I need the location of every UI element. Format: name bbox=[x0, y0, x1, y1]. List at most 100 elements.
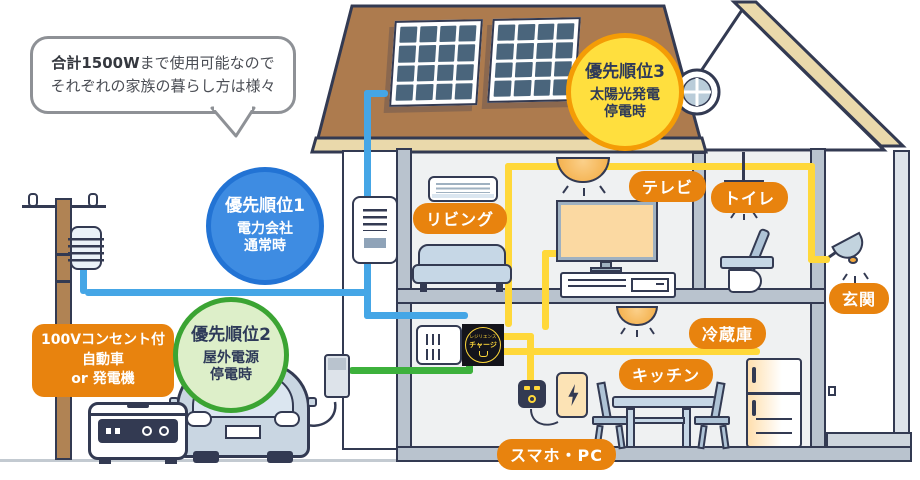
label-phone-pc: スマホ・PC bbox=[497, 439, 616, 470]
pole-insulator bbox=[28, 193, 38, 207]
car-wheel bbox=[193, 451, 219, 463]
tv-stand-shelves bbox=[568, 279, 626, 291]
cable-yellow-ceiling bbox=[505, 163, 815, 170]
fridge-handle bbox=[752, 400, 756, 416]
priority1-title: 優先順位1 bbox=[225, 196, 305, 217]
chair-seat bbox=[694, 416, 730, 425]
air-conditioner bbox=[428, 176, 498, 202]
generator bbox=[88, 402, 188, 464]
car-wheel bbox=[267, 451, 293, 463]
cable-blue-transformer-drop bbox=[80, 264, 87, 294]
kitchen-light-rays bbox=[620, 327, 655, 337]
pole-insulator bbox=[88, 193, 98, 207]
generator-foot bbox=[99, 457, 111, 464]
table-leg bbox=[626, 408, 635, 448]
entrance-light-rays bbox=[842, 272, 869, 283]
bubble-line1-rest: まで使用可能なので bbox=[139, 53, 275, 72]
label-living: リビング bbox=[413, 203, 508, 234]
power-plug bbox=[518, 380, 546, 408]
refrigerator bbox=[746, 358, 802, 448]
toilet-bowl bbox=[728, 269, 762, 293]
cable-yellow-outlet-h bbox=[500, 333, 534, 340]
hub-line2: チャージ bbox=[469, 341, 497, 349]
generator-outlet bbox=[159, 426, 169, 436]
hub-line1: レジリエンス bbox=[469, 334, 497, 340]
right-roof-slope bbox=[730, 0, 907, 148]
pole-band bbox=[55, 280, 72, 283]
plug-slot bbox=[534, 386, 540, 390]
priority3-line1: 太陽光発電 bbox=[590, 86, 660, 103]
fridge-divider bbox=[748, 392, 800, 395]
switchbox bbox=[416, 325, 462, 365]
cable-yellow-entrance bbox=[808, 256, 830, 263]
fridge-handle bbox=[752, 367, 756, 383]
priority-badge-3-solar: 優先順位3 太陽光発電 停電時 bbox=[566, 33, 684, 151]
generator-switch bbox=[106, 428, 111, 434]
living-light-rays bbox=[562, 185, 606, 196]
sofa-seat bbox=[412, 264, 512, 284]
smartphone bbox=[556, 372, 588, 418]
ev-source-line3: or 発電機 bbox=[71, 371, 135, 388]
cable-yellow-tv-riser bbox=[542, 250, 549, 330]
box-slot bbox=[364, 238, 386, 248]
door-handle bbox=[828, 386, 836, 396]
priority2-line1: 屋外電源 bbox=[203, 349, 259, 366]
cable-yellow-riser bbox=[505, 163, 512, 327]
window-cross bbox=[683, 78, 711, 106]
toilet-seat bbox=[720, 256, 774, 269]
box-vents bbox=[363, 209, 387, 231]
generator-handle bbox=[127, 404, 149, 408]
table-leg bbox=[682, 408, 691, 448]
label-entrance: 玄関 bbox=[829, 283, 890, 314]
outlet-stub bbox=[527, 364, 534, 382]
phone-charge-cord bbox=[530, 408, 559, 426]
label-kitchen: キッチン bbox=[619, 359, 714, 390]
cable-yellow-kitchen bbox=[500, 348, 760, 355]
generator-outlet bbox=[142, 426, 152, 436]
pole-band bbox=[55, 253, 72, 256]
resilience-charge-hub: レジリエンス チャージ bbox=[462, 324, 504, 366]
plug-round-pin bbox=[528, 395, 536, 403]
chair-seat bbox=[592, 416, 628, 425]
tv-stand bbox=[560, 272, 676, 298]
cable-blue-solar-h bbox=[364, 90, 388, 97]
label-tv: テレビ bbox=[629, 171, 707, 202]
toilet-light-rays bbox=[730, 211, 758, 220]
priority3-line2: 停電時 bbox=[604, 104, 646, 121]
priority3-title: 優先順位3 bbox=[585, 62, 665, 83]
ev-source-line2: 自動車 bbox=[82, 351, 124, 368]
aircon-bottom bbox=[432, 194, 494, 198]
cable-yellow-rightwall bbox=[808, 163, 815, 263]
generator-panel bbox=[98, 419, 178, 443]
car-headlight bbox=[274, 411, 300, 427]
bubble-line2: それぞれの家族の暮らし方は様々 bbox=[50, 77, 276, 95]
generator-foot bbox=[165, 457, 177, 464]
sofa-leg bbox=[496, 284, 503, 292]
ev-source-line1: 100Vコンセント付 bbox=[40, 332, 166, 348]
label-ev-source: 100Vコンセント付 自動車 or 発電機 bbox=[32, 324, 174, 397]
cable-yellow-outlet-v bbox=[527, 333, 534, 373]
switchbox-vent bbox=[426, 349, 440, 360]
pendant-cord bbox=[742, 152, 745, 182]
car-mirror bbox=[307, 397, 317, 407]
power-conditioner-box bbox=[352, 196, 398, 264]
sofa-leg bbox=[420, 284, 427, 292]
priority2-title: 優先順位2 bbox=[191, 325, 271, 346]
generator-switch bbox=[115, 428, 120, 434]
charging-bolt-icon bbox=[568, 384, 579, 406]
drawer-handle bbox=[656, 283, 664, 285]
hub-plug-icon bbox=[478, 351, 488, 357]
priority1-line1: 電力会社 bbox=[237, 220, 293, 237]
ev-charge-point bbox=[324, 354, 350, 398]
bubble-line1: 合計1500Wまで使用可能なので bbox=[33, 52, 293, 75]
cable-blue-to-hub bbox=[364, 312, 468, 319]
charge-point-top bbox=[328, 358, 346, 370]
entrance-bulb bbox=[848, 256, 858, 264]
switchbox-vent bbox=[426, 334, 440, 345]
priority1-line2: 通常時 bbox=[244, 238, 286, 255]
tv-screen bbox=[558, 202, 656, 260]
label-toilet: トイレ bbox=[711, 182, 789, 213]
label-fridge: 冷蔵庫 bbox=[689, 318, 767, 349]
